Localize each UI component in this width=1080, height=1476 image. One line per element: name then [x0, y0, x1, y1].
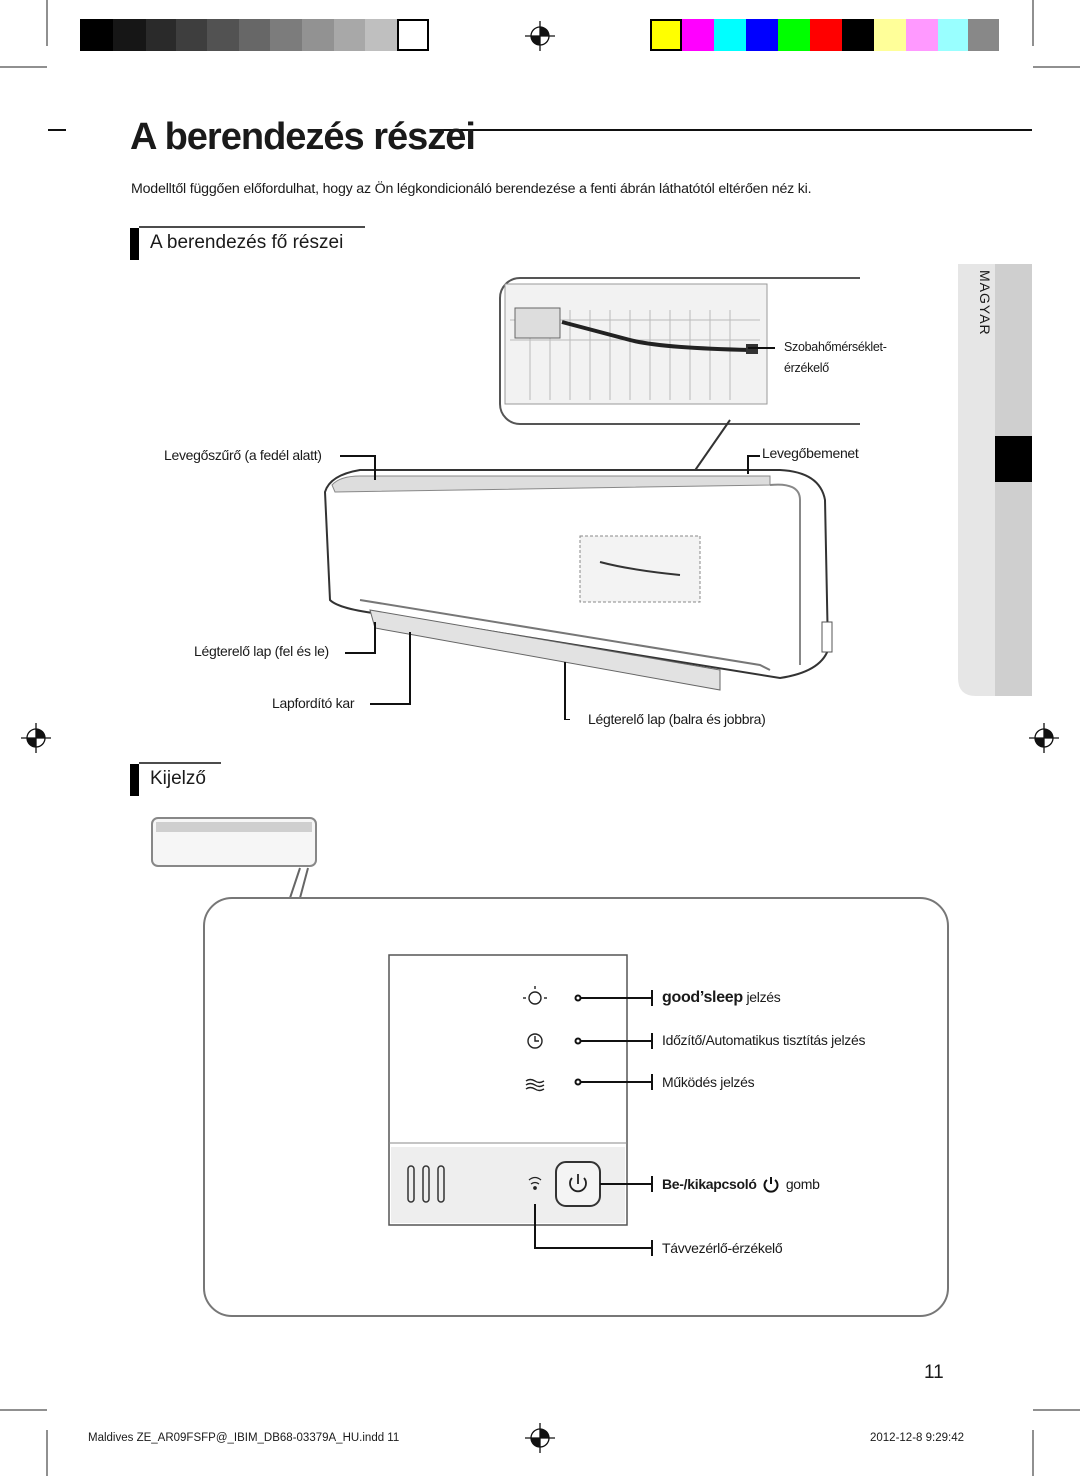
section-rule: [139, 762, 221, 764]
display-heading: Kijelző: [150, 768, 206, 789]
footer-file-info: Maldives ZE_AR09FSFP@_IBIM_DB68-03379A_H…: [88, 1432, 400, 1444]
page-title: A berendezés részei: [130, 116, 476, 158]
section-marker: [130, 228, 139, 260]
room-temp-sensor-label-1: Szobahőmérséklet-: [784, 340, 887, 354]
section-rule: [139, 226, 365, 228]
gray-swatch: [113, 19, 146, 51]
operation-icon: [525, 1078, 545, 1092]
intro-text: Modelltől függően előfordulhat, hogy az …: [131, 181, 812, 197]
color-swatch: [778, 19, 810, 51]
power-label-bold: Be-/kikapcsoló: [662, 1176, 757, 1192]
gray-swatch: [397, 19, 429, 51]
remote-sensor-icon: [528, 1176, 542, 1190]
operation-label: Működés jelzés: [662, 1074, 755, 1090]
gray-swatch: [302, 19, 334, 51]
footer-timestamp: 2012-12-8 9:29:42: [870, 1432, 964, 1444]
color-swatch: [968, 19, 999, 51]
gray-swatch: [207, 19, 239, 51]
color-swatch: [682, 19, 714, 51]
color-swatch: [714, 19, 746, 51]
color-swatch: [810, 19, 842, 51]
timer-icon: [527, 1033, 543, 1049]
gray-swatch: [80, 19, 113, 51]
color-swatch: [842, 19, 874, 51]
display-diagram: [151, 817, 949, 1317]
timer-label: Időzítő/Automatikus tisztítás jelzés: [662, 1032, 866, 1048]
flap-lever-label: Lapfordító kar: [272, 695, 355, 711]
sensor-zoom-callout: [499, 277, 860, 425]
gray-swatch: [270, 19, 302, 51]
gray-swatch: [334, 19, 365, 51]
gray-swatch: [146, 19, 176, 51]
room-temp-sensor-label-2: érzékelő: [784, 361, 829, 375]
good-sleep-brand: good’sleep: [662, 989, 743, 1006]
page-number: 11: [924, 1362, 944, 1383]
air-inlet-label: Levegőbemenet: [762, 445, 859, 461]
flap-updown-label: Légterelő lap (fel és le): [194, 643, 329, 659]
power-icon: [763, 1177, 779, 1193]
flap-leftright-label: Légterelő lap (balra és jobbra): [588, 711, 766, 727]
section-marker: [130, 764, 139, 796]
remote-sensor-label: Távvezérlő-érzékelő: [662, 1240, 783, 1256]
good-sleep-suffix: jelzés: [742, 989, 781, 1005]
color-swatch: [650, 19, 682, 51]
gray-swatch: [239, 19, 270, 51]
language-side-tab: [958, 264, 1032, 696]
good-sleep-label: good’sleep jelzés: [662, 989, 781, 1007]
gray-swatch: [176, 19, 207, 51]
main-parts-heading: A berendezés fő részei: [150, 232, 344, 253]
gray-swatch: [365, 19, 397, 51]
power-button-label: Be-/kikapcsoló gomb: [662, 1175, 820, 1193]
power-icon: [569, 1174, 587, 1193]
color-swatch: [746, 19, 778, 51]
indoor-unit: [323, 469, 833, 691]
color-swatch: [874, 19, 906, 51]
good-sleep-icon: [523, 986, 547, 1005]
color-swatch: [938, 19, 968, 51]
air-filter-label: Levegőszűrő (a fedél alatt): [164, 447, 322, 463]
power-label-suffix: gomb: [785, 1176, 820, 1192]
air-conditioner-diagram: [323, 277, 860, 720]
side-tab-label: MAGYAR: [977, 270, 993, 336]
color-swatch: [906, 19, 938, 51]
